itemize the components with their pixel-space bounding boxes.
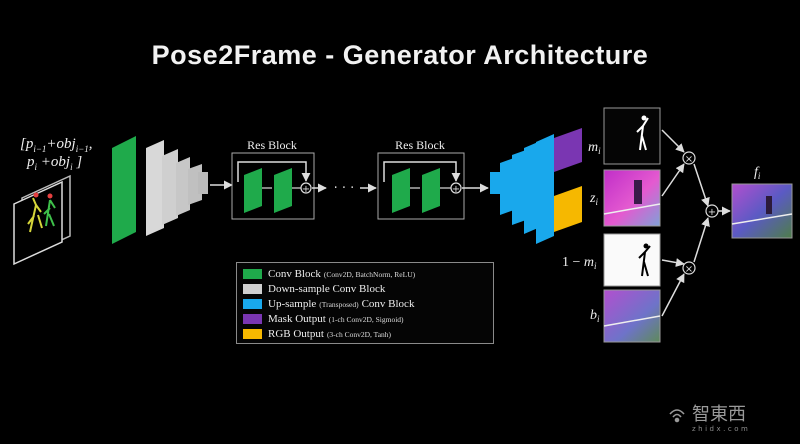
downsample-block-3 [176,157,190,216]
res-block-1: Res Block + [231,138,315,220]
conv-block-input [112,136,136,244]
input-frames [13,174,71,266]
inverse-mask-label: 1 − mi [562,255,597,271]
legend-swatch-rgb [243,329,262,339]
svg-text:×: × [685,264,693,275]
encoder [112,136,208,244]
combination-flow [661,129,731,317]
legend-swatch-conv [243,269,262,279]
inverted-mask-image [603,233,661,287]
diagram-title: Pose2Frame - Generator Architecture [151,40,649,70]
svg-text:+: + [302,184,310,195]
svg-text:zhidx.com: zhidx.com [692,425,750,433]
downsample-block-2 [162,149,178,225]
final-frame-image [731,183,793,239]
decoder [490,128,582,244]
mask-label: mi [588,140,601,156]
legend: Conv Block (Conv2D, BatchNorm, ReLU) Dow… [236,262,494,344]
background-label: bi [590,308,600,324]
downsample-block-1 [146,140,164,236]
upsample-block-4 [524,142,538,234]
input-label-line1: [pi−1+obji−1, [20,136,93,154]
legend-swatch-downsample [243,284,262,294]
upsample-block-1 [490,172,502,194]
svg-text:+: + [452,184,460,195]
downsample-block-5 [198,172,208,194]
watermark-logo: 智東西 zhidx.com [669,404,750,433]
input-label: [pi−1+obji−1, pi +obji ] [20,136,93,172]
final-label: fi [754,165,761,181]
legend-item-downsample: Down-sample Conv Block [243,282,385,296]
legend-item-upsample: Up-sample (Transposed) Conv Block [243,297,414,311]
res-block-2: Res Block + [377,138,465,220]
wifi-icon [669,409,685,423]
legend-swatch-upsample [243,299,262,309]
rgb-output-block [554,186,582,232]
legend-item-conv: Conv Block (Conv2D, BatchNorm, ReLU) [243,267,415,281]
svg-text:智東西: 智東西 [692,404,746,425]
upsample-block-5 [536,134,554,244]
legend-item-rgb: RGB Output (3-ch Conv2D, Tanh) [243,327,391,341]
rgb-label: zi [589,191,598,207]
svg-text:×: × [685,154,693,165]
add-operator: + [705,204,719,218]
upsample-block-2 [500,158,514,215]
upsample-block-3 [512,150,526,225]
ellipsis: · · · [334,181,355,196]
legend-swatch-mask [243,314,262,324]
svg-text:+: + [708,207,716,218]
mask-image [603,107,661,165]
rgb-image [603,169,661,227]
pose-figure-icon [27,192,56,233]
input-label-line2: pi +obji ] [26,154,82,172]
multiply-operator-top: × [682,151,696,165]
background-image [603,289,661,343]
multiply-operator-bottom: × [682,261,696,275]
svg-text:Res Block: Res Block [395,138,445,152]
mask-output-block [554,128,582,172]
legend-item-mask: Mask Output (1-ch Conv2D, Sigmoid) [243,312,404,326]
svg-text:Res Block: Res Block [247,138,297,152]
